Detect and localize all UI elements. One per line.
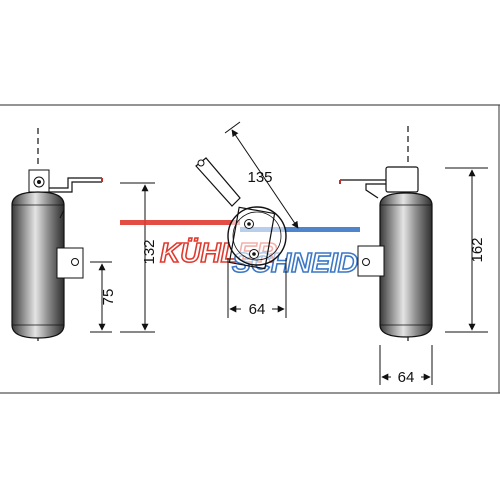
frame [0, 104, 500, 394]
dimension-132: 132 [120, 182, 158, 333]
dimension-135: 135 [224, 121, 299, 229]
right-drier-body [379, 192, 433, 338]
dimension-75-label: 75 [100, 289, 117, 306]
right-receiver-drier [339, 126, 433, 345]
dimension-64-right-label: 64 [398, 369, 415, 386]
dimension-132-label: 132 [141, 239, 158, 264]
right-mounting-bracket [357, 245, 385, 277]
dimension-75: 75 [90, 261, 117, 333]
dimension-64-center-label: 64 [249, 301, 266, 318]
dimension-162-label: 162 [469, 237, 486, 262]
dimension-135-label: 135 [247, 169, 272, 186]
left-mounting-bracket [56, 247, 84, 279]
dimension-162: 162 [445, 167, 488, 333]
dimension-64-center: 64 [229, 300, 285, 318]
left-drier-body [11, 191, 65, 339]
right-drier-fitting [385, 166, 419, 193]
dimension-64-right: 64 [379, 345, 433, 386]
left-receiver-drier [11, 128, 103, 345]
